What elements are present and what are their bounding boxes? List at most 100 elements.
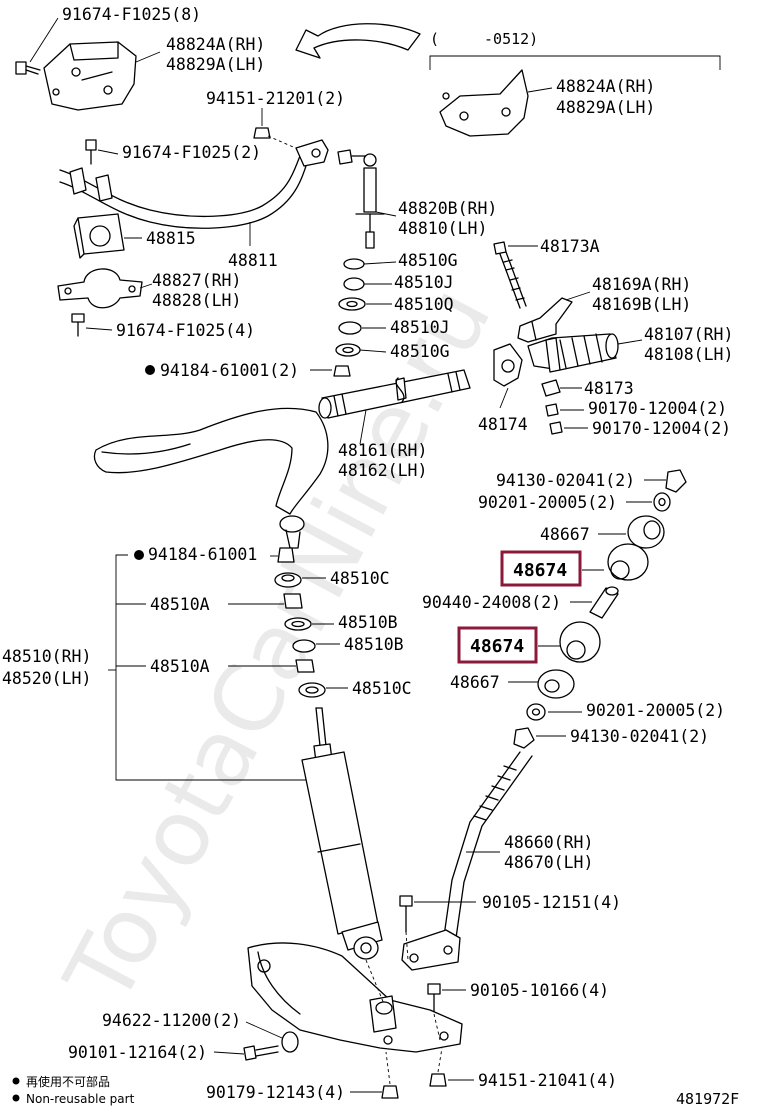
label-48510j-2: 48510J	[390, 318, 450, 337]
nut-94184-mid-icon	[277, 547, 295, 563]
label-91674-f1025-8: 91674-F1025(8)	[62, 5, 201, 24]
bolt-90105-10166-icon	[427, 983, 441, 1015]
stabilizer-bar-48811	[59, 139, 329, 229]
non-reusable-dot-2	[134, 550, 144, 560]
bracket-48827	[57, 268, 143, 309]
bolt-91674-2-icon	[85, 139, 97, 165]
link-bushing-stack	[333, 258, 366, 377]
label-48510-rh: 48510(RH)	[2, 647, 91, 666]
bolt-90101-icon	[243, 1045, 279, 1061]
label-91674-f1025-2: 91674-F1025(2)	[122, 143, 261, 162]
label-48820b-rh: 48820B(RH)	[398, 199, 497, 218]
washer-94622-icon	[281, 1031, 299, 1053]
label-90105-12151-4: 90105-12151(4)	[482, 893, 621, 912]
label-94130-02041-2-bot: 94130-02041(2)	[570, 727, 709, 746]
shock-bushing-stack	[274, 572, 326, 698]
nut-94130-top-icon	[665, 469, 687, 493]
stabilizer-link-48820b	[337, 149, 385, 249]
nut-94130-bot-icon	[513, 727, 535, 749]
label-90440-24008-2: 90440-24008(2)	[422, 593, 561, 612]
label-48169b-lh: 48169B(LH)	[592, 295, 691, 314]
label-48824a-rh: 48824A(RH)	[166, 35, 265, 54]
retainer-48667-top	[627, 515, 665, 549]
label-48173a: 48173A	[540, 237, 600, 256]
direction-arrow-icon	[295, 23, 421, 59]
label-48520-lh: 48520(LH)	[2, 669, 91, 688]
label-48510a-1: 48510A	[150, 595, 210, 614]
label-48670-lh: 48670(LH)	[504, 853, 593, 872]
nut-94151-icon	[253, 127, 271, 139]
label-94151-21201-2: 94151-21201(2)	[206, 89, 345, 108]
label-48667-top: 48667	[540, 525, 590, 544]
highlight-box-48674-bot	[457, 626, 538, 664]
label-48161-rh: 48161(RH)	[338, 441, 427, 460]
bolt-91674-4-icon	[71, 313, 85, 337]
nut-90170-2-icon	[549, 421, 563, 435]
label-94151-21041-4: 94151-21041(4)	[478, 1071, 617, 1090]
label-48674-top: 48674	[513, 560, 567, 581]
legend-dot-en	[12, 1094, 20, 1102]
label-48827-rh: 48827(RH)	[152, 271, 241, 290]
retainer-48667-bot	[537, 669, 575, 699]
legend-en: Non-reusable part	[26, 1092, 135, 1106]
upper-arm	[93, 407, 329, 549]
date-note: ( -0512)	[430, 30, 538, 48]
legend-dot-jp	[12, 1077, 20, 1085]
label-48829a-lh-2: 48829A(LH)	[556, 98, 655, 117]
label-90170-12004-2-a: 90170-12004(2)	[588, 399, 727, 418]
label-48162-lh: 48162(LH)	[338, 461, 427, 480]
label-94184-61001-2: 94184-61001(2)	[160, 361, 299, 380]
label-48510b-1: 48510B	[338, 613, 398, 632]
label-48510c-2: 48510C	[352, 679, 412, 698]
legend-jp: 再使用不可部品	[26, 1074, 110, 1089]
label-48510c-1: 48510C	[330, 569, 390, 588]
label-48811: 48811	[228, 251, 278, 270]
label-90170-12004-2-b: 90170-12004(2)	[592, 419, 731, 438]
label-48510b-2: 48510B	[344, 635, 404, 654]
label-48510j-1: 48510J	[394, 273, 454, 292]
label-94130-02041-2-top: 94130-02041(2)	[496, 471, 635, 490]
label-48828-lh: 48828(LH)	[152, 291, 241, 310]
label-48815: 48815	[146, 229, 196, 248]
washer-90201-top-icon	[653, 492, 671, 512]
label-48510a-2: 48510A	[150, 657, 210, 676]
washer-90201-bot-icon	[526, 703, 546, 721]
lever-48174	[493, 343, 523, 387]
piece-48173	[541, 379, 561, 397]
label-48510g-1: 48510G	[398, 251, 458, 270]
label-90179-12143-4: 90179-12143(4)	[206, 1083, 345, 1102]
label-94184-61001: 94184-61001	[148, 545, 257, 564]
nut-94151-21041-icon	[429, 1073, 447, 1087]
anchor-48107	[527, 333, 619, 373]
label-48829a-lh: 48829A(LH)	[166, 55, 265, 74]
label-48510g-2: 48510G	[390, 342, 450, 361]
label-48667-bot: 48667	[450, 673, 500, 692]
label-48810-lh: 48810(LH)	[398, 219, 487, 238]
label-90201-20005-2-top: 90201-20005(2)	[478, 493, 617, 512]
bolt-48173a-icon	[493, 241, 527, 309]
label-48173: 48173	[584, 379, 634, 398]
bracket-48824a-right	[439, 69, 529, 137]
nut-90170-1-icon	[545, 403, 559, 417]
label-48108-lh: 48108(LH)	[644, 345, 733, 364]
lower-arm	[247, 942, 463, 1053]
torsion-bar-48161	[318, 369, 471, 419]
label-48674-bot: 48674	[470, 636, 524, 657]
label-48824a-rh-2: 48824A(RH)	[556, 77, 655, 96]
label-48660-rh: 48660(RH)	[504, 833, 593, 852]
label-90101-12164-2: 90101-12164(2)	[68, 1043, 207, 1062]
label-48169a-rh: 48169A(RH)	[592, 275, 691, 294]
collar-90440	[589, 586, 619, 619]
bolt-90105-12151-icon	[399, 895, 413, 933]
shock-absorber-48510	[301, 707, 383, 960]
label-48174: 48174	[478, 415, 528, 434]
strut-bar-48660	[401, 751, 533, 971]
arm-48169a	[517, 297, 573, 343]
label-91674-f1025-4: 91674-F1025(4)	[116, 321, 255, 340]
diagram-code: 481972F	[676, 1090, 739, 1108]
bolt-91674-top-icon	[15, 61, 41, 75]
bracket-48824a-left	[43, 41, 137, 111]
bushing-48674-top	[607, 543, 649, 581]
nut-90179-icon	[381, 1085, 399, 1099]
label-48107-rh: 48107(RH)	[644, 325, 733, 344]
